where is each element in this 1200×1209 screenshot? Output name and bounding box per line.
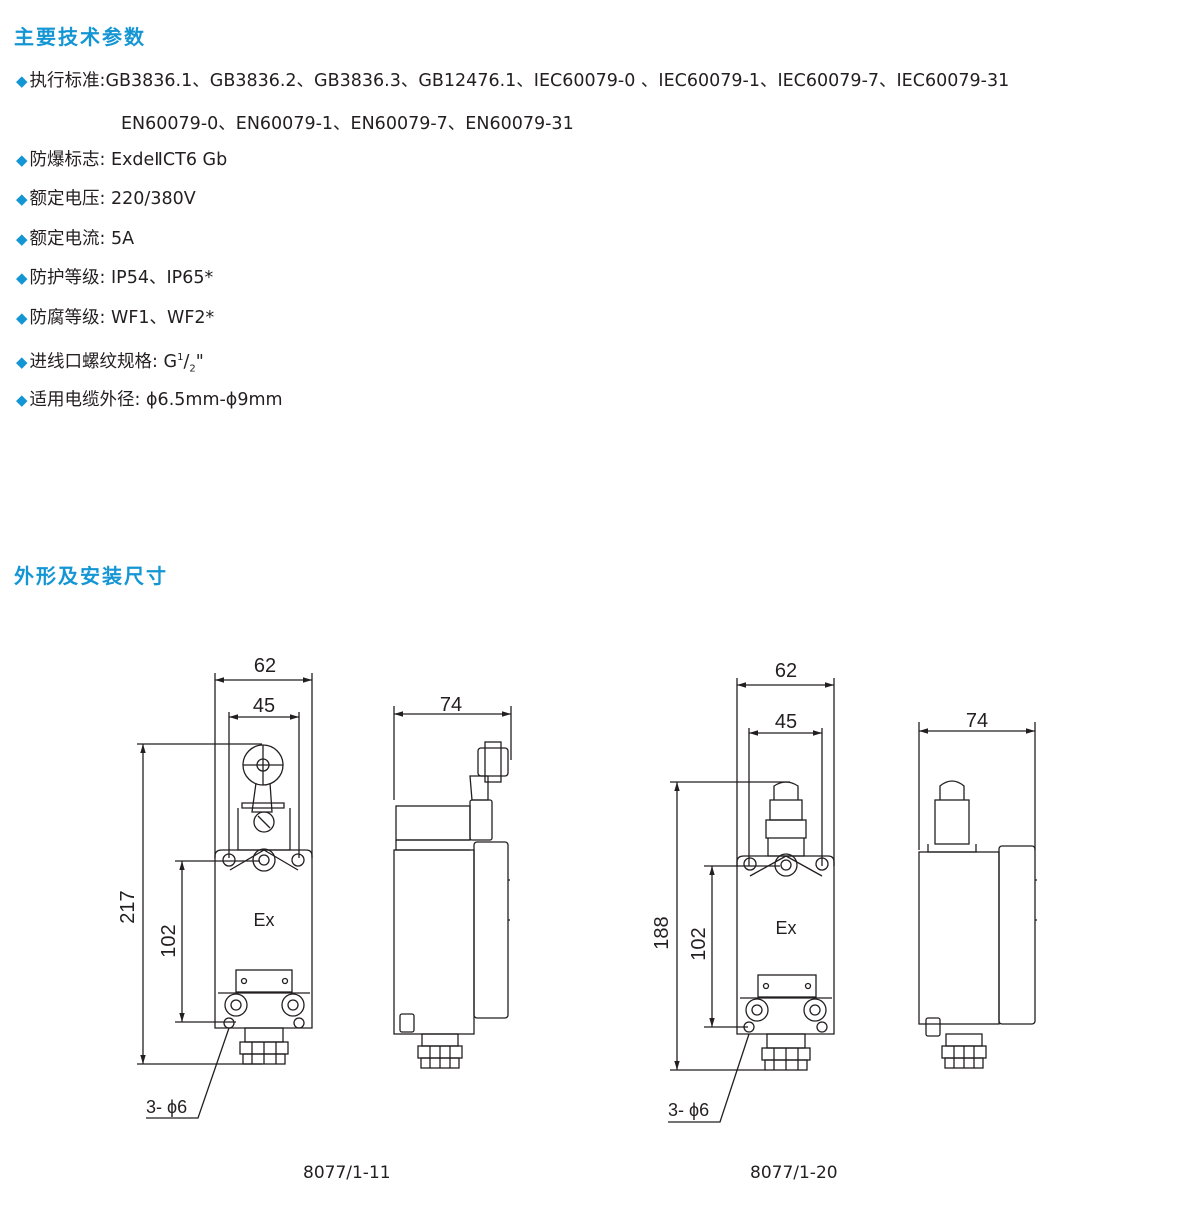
thread-fraction-sep: / (183, 351, 190, 372)
thread-fraction-suffix: " (195, 351, 204, 372)
spec-anticorrosion-grade: ◆防腐等级: WF1、WF2* (16, 307, 214, 329)
spec-rated-current: ◆额定电流: 5A (16, 228, 134, 250)
dim-left-hole-height: 102 (158, 924, 180, 957)
diamond-bullet-icon: ◆ (16, 352, 28, 371)
diamond-bullet-icon: ◆ (16, 269, 28, 287)
spec-label: 进线口螺纹规格: (29, 351, 158, 372)
dim-right-total-width: 62 (775, 660, 797, 682)
thread-fraction-den: 2 (189, 363, 196, 375)
spec-thread: ◆进线口螺纹规格: G1/2" (16, 347, 204, 380)
dim-right-depth: 74 (966, 710, 988, 732)
spec-value: GB3836.1、GB3836.2、GB3836.3、GB12476.1、IEC… (105, 71, 1010, 91)
diamond-bullet-icon: ◆ (16, 391, 28, 409)
model-label-left: 8077/1-11 (303, 1163, 391, 1183)
spec-label: 防护等级: (29, 268, 106, 288)
diamond-bullet-icon: ◆ (16, 72, 28, 90)
dim-right-hole-width: 45 (775, 711, 797, 733)
body-label-left: Ex (253, 910, 274, 930)
spec-value: G (157, 351, 178, 372)
model-label-right: 8077/1-20 (750, 1163, 838, 1183)
thread-fraction-num: 1 (177, 352, 184, 363)
dim-left-hole-width: 45 (253, 695, 275, 717)
section-title-dimensions: 外形及安装尺寸 (14, 564, 168, 588)
spec-label: 防腐等级: (29, 308, 106, 328)
front-view-left (137, 673, 313, 1119)
dim-left-total-width: 62 (254, 655, 276, 677)
spec-label: 额定电流: (29, 229, 106, 249)
section-title-specs: 主要技术参数 (14, 25, 146, 49)
spec-protection-grade: ◆防护等级: IP54、IP65* (16, 267, 213, 289)
spec-standards-continued: EN60079-0、EN60079-1、EN60079-7、EN60079-31 (121, 114, 574, 134)
body-label-right: Ex (775, 918, 796, 938)
side-view-left (393, 706, 512, 1069)
spec-value: IP54、IP65* (105, 268, 214, 288)
front-view-right (668, 678, 835, 1123)
dim-right-total-height: 188 (651, 916, 673, 949)
diamond-bullet-icon: ◆ (16, 190, 28, 208)
spec-label: 额定电压: (29, 189, 106, 209)
spec-ex-marking: ◆防爆标志: ExdeⅡCT6 Gb (16, 149, 227, 171)
diamond-bullet-icon: ◆ (16, 309, 28, 327)
side-view-right (918, 722, 1037, 1069)
spec-cable-diameter: ◆适用电缆外径: ϕ6.5mm-ϕ9mm (16, 389, 283, 411)
hole-note-right: 3- ϕ6 (668, 1100, 709, 1120)
dim-left-depth: 74 (440, 694, 462, 716)
spec-label: 执行标准: (29, 71, 106, 91)
hole-note-left: 3- ϕ6 (146, 1097, 187, 1117)
dim-left-total-height: 217 (117, 890, 139, 923)
spec-label: 防爆标志: (29, 150, 106, 170)
spec-value: 220/380V (105, 189, 196, 209)
spec-value: ExdeⅡCT6 Gb (105, 150, 228, 170)
diamond-bullet-icon: ◆ (16, 151, 28, 169)
dim-right-hole-height: 102 (688, 927, 710, 960)
spec-value: ϕ6.5mm-ϕ9mm (140, 390, 283, 410)
spec-value: 5A (105, 229, 135, 249)
spec-standards: ◆执行标准:GB3836.1、GB3836.2、GB3836.3、GB12476… (16, 70, 1009, 92)
diamond-bullet-icon: ◆ (16, 230, 28, 248)
spec-value: WF1、WF2* (105, 308, 215, 328)
spec-rated-voltage: ◆额定电压: 220/380V (16, 188, 196, 210)
spec-label: 适用电缆外径: (29, 390, 141, 410)
